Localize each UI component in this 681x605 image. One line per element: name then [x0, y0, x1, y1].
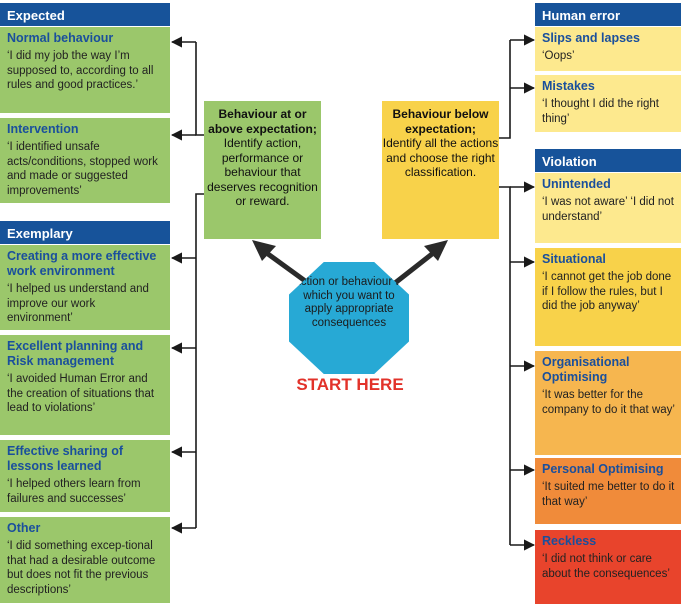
start-octagon-text: Action or behaviour to which you want to…	[293, 276, 405, 329]
situational-text: ‘I cannot get the job done if I follow t…	[542, 271, 672, 312]
normal-behaviour-box: Normal behaviour ‘I did my job the way I…	[0, 27, 170, 113]
slips-text: ‘Oops’	[542, 50, 575, 62]
below-expectation-box: Behaviour below expectation; Identify al…	[382, 101, 499, 239]
reckless-box: Reckless ‘I did not think or care about …	[535, 530, 681, 604]
organisational-box: Organisational Optimising ‘It was better…	[535, 351, 681, 455]
arrowhead-above	[252, 240, 276, 261]
expected-header: Expected	[0, 3, 170, 26]
normal-behaviour-text: ‘I did my job the way I’m supposed to, a…	[7, 50, 154, 91]
creating-title: Creating a more effective work environme…	[7, 249, 157, 278]
sharing-box: Effective sharing of lessons learned ‘I …	[0, 440, 170, 512]
normal-behaviour-title: Normal behaviour	[7, 31, 114, 45]
below-expectation-bold: Behaviour below expectation;	[392, 107, 489, 136]
exemplary-header: Exemplary	[0, 221, 170, 244]
mistakes-title: Mistakes	[542, 79, 595, 93]
above-expectation-box: Behaviour at or above expectation; Ident…	[204, 101, 321, 239]
situational-box: Situational ‘I cannot get the job done i…	[535, 248, 681, 346]
slips-box: Slips and lapses ‘Oops’	[535, 27, 681, 71]
arrow-to-above	[266, 251, 310, 286]
left-top-connector	[195, 42, 204, 136]
violation-header: Violation	[535, 149, 681, 172]
mistakes-box: Mistakes ‘I thought I did the right thin…	[535, 75, 681, 132]
organisational-text: ‘It was better for the company to do it …	[542, 389, 675, 416]
other-text: ‘I did something excep-tional that had a…	[7, 540, 156, 596]
sharing-text: ‘I helped others learn from failures and…	[7, 478, 141, 505]
intervention-text: ‘I identified unsafe acts/conditions, st…	[7, 141, 158, 197]
slips-title: Slips and lapses	[542, 31, 640, 45]
human-error-header: Human error	[535, 3, 681, 26]
creating-text: ‘I helped us understand and improve our …	[7, 283, 149, 324]
below-expectation-text: Identify all the actions and choose the …	[382, 136, 499, 179]
above-expectation-bold: Behaviour at or above expectation;	[208, 107, 317, 136]
personal-box: Personal Optimising ‘It suited me better…	[535, 458, 681, 524]
organisational-title: Organisational Optimising	[542, 355, 630, 384]
above-expectation-text: Identify action, performance or behaviou…	[207, 136, 318, 208]
other-box: Other ‘I did something excep-tional that…	[0, 517, 170, 603]
personal-text: ‘It suited me better to do it that way’	[542, 481, 675, 508]
right-top-connector	[499, 40, 511, 139]
unintended-title: Unintended	[542, 177, 611, 191]
reckless-text: ‘I did not think or care about the conse…	[542, 553, 670, 580]
reckless-title: Reckless	[542, 534, 597, 548]
big-arrows	[266, 251, 434, 286]
creating-box: Creating a more effective work environme…	[0, 245, 170, 330]
mistakes-text: ‘I thought I did the right thing’	[542, 98, 659, 125]
arrowhead-below	[424, 240, 448, 261]
start-here-label: START HERE	[296, 375, 404, 394]
intervention-box: Intervention ‘I identified unsafe acts/c…	[0, 118, 170, 203]
excellent-planning-title: Excellent planning and Risk management	[7, 339, 144, 368]
right-bottom-connector	[499, 186, 511, 545]
start-octagon: Action or behaviour to which you want to…	[289, 262, 409, 374]
other-title: Other	[7, 521, 41, 535]
intervention-title: Intervention	[7, 122, 79, 136]
sharing-title: Effective sharing of lessons learned	[7, 444, 123, 473]
left-bottom-connector	[195, 193, 204, 528]
personal-title: Personal Optimising	[542, 462, 664, 476]
situational-title: Situational	[542, 252, 606, 266]
excellent-planning-text: ‘I avoided Human Error and the creation …	[7, 373, 155, 414]
arrow-to-below	[393, 252, 434, 285]
excellent-planning-box: Excellent planning and Risk management ‘…	[0, 335, 170, 435]
unintended-text: ‘I was not aware’ ‘I did not understand’	[542, 196, 674, 223]
unintended-box: Unintended ‘I was not aware’ ‘I did not …	[535, 173, 681, 243]
